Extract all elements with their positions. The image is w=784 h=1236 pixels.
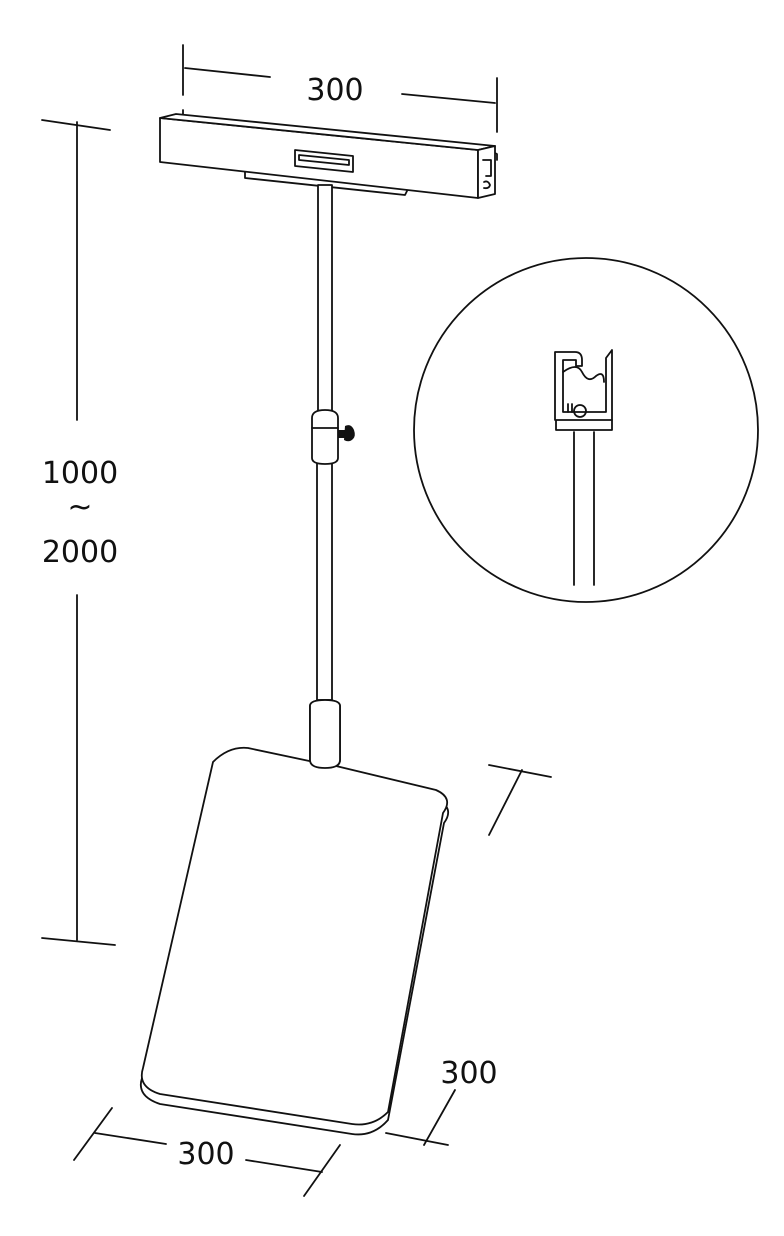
base-depth-label: 300 (440, 1056, 497, 1091)
adjust-knob-icon (338, 425, 355, 442)
lower-pole (316, 454, 333, 711)
detail-callout (413, 257, 759, 603)
header-rail (159, 109, 498, 199)
height-min-label: 1000 (42, 456, 118, 491)
height-dimension: 1000 ~ 2000 (41, 119, 118, 946)
height-adjust-collar (311, 409, 355, 465)
height-separator-label: ~ (67, 490, 92, 525)
height-max-label: 2000 (42, 535, 118, 570)
top-width-dimension: 300 (182, 44, 498, 133)
base-width-dimension: 300 (73, 1107, 341, 1197)
top-width-label: 300 (306, 73, 363, 108)
base-width-label: 300 (177, 1137, 234, 1172)
base-plate (139, 699, 450, 1136)
upper-pole (317, 184, 333, 421)
base-depth-dimension: 300 (385, 764, 552, 1146)
